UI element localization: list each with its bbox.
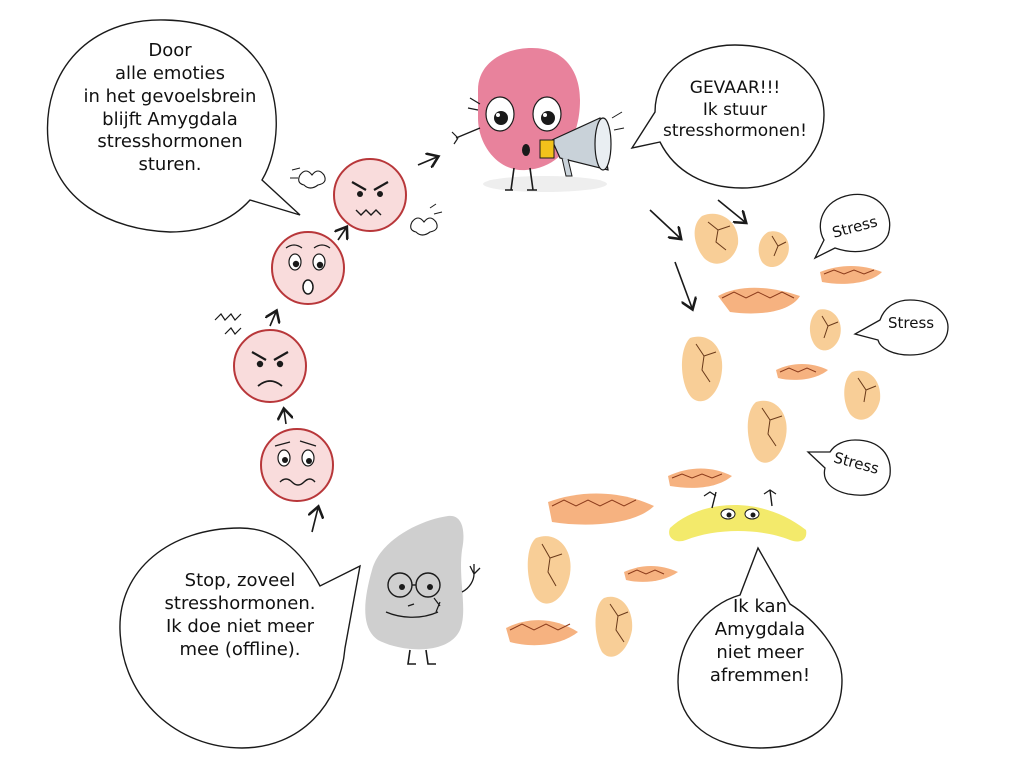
hormone-molecule [527,536,571,604]
speech-bubble-alarm [630,44,825,189]
bubble-text-stop: Stop, zoveel stresshormonen. Ik doe niet… [164,570,316,660]
speech-bubble-afremmen [677,546,843,749]
hormone-molecule [758,231,789,268]
hormone-molecule [595,596,633,657]
hormone-molecule [820,266,882,284]
stress-label-1: Stress [830,212,879,241]
hormone-molecule [681,336,723,402]
stress-hormones [506,213,882,657]
emotion-face-worried [260,428,334,502]
hormone-molecule [776,364,828,380]
bubble-text-top: Door alle emoties in het gevoelsbrein bl… [83,40,257,176]
stress-label-3: Stress [832,449,881,478]
emotion-face-scared [271,231,345,305]
hormone-molecule [844,370,881,420]
steam-puff-icon [410,203,443,236]
hormone-molecule [548,493,654,525]
stress-bubble-1: Stress [813,193,891,260]
hormone-molecule [624,566,678,582]
yellow-blob-character [669,489,807,542]
emotion-face-angry [214,313,307,403]
bubble-text-alarm: GEVAAR!!! Ik stuur stresshormonen! [663,78,807,142]
stress-bubble-2: Stress [853,299,949,356]
emotion-face-furious [290,158,443,236]
hormone-molecule [809,309,841,351]
speech-bubble-top-left [46,19,301,233]
megaphone-icon [539,111,625,177]
hormone-molecule [506,620,578,646]
steam-puff-icon [290,167,326,189]
stress-label-2: Stress [888,314,934,332]
hormone-molecule [668,468,732,488]
cycle-arrows [270,157,745,533]
amygdala-character [451,48,607,192]
hormone-molecule [718,287,800,314]
bubble-text-afremmen: Ik kan Amygdala niet meer afremmen! [709,596,811,686]
zigzag-lines-icon [214,313,242,335]
stress-bubble-3: Stress [806,439,891,496]
speech-bubble-stop [119,527,361,749]
hormone-molecule [694,213,739,264]
hormone-molecule [747,400,787,463]
grey-blob-character [365,515,481,665]
